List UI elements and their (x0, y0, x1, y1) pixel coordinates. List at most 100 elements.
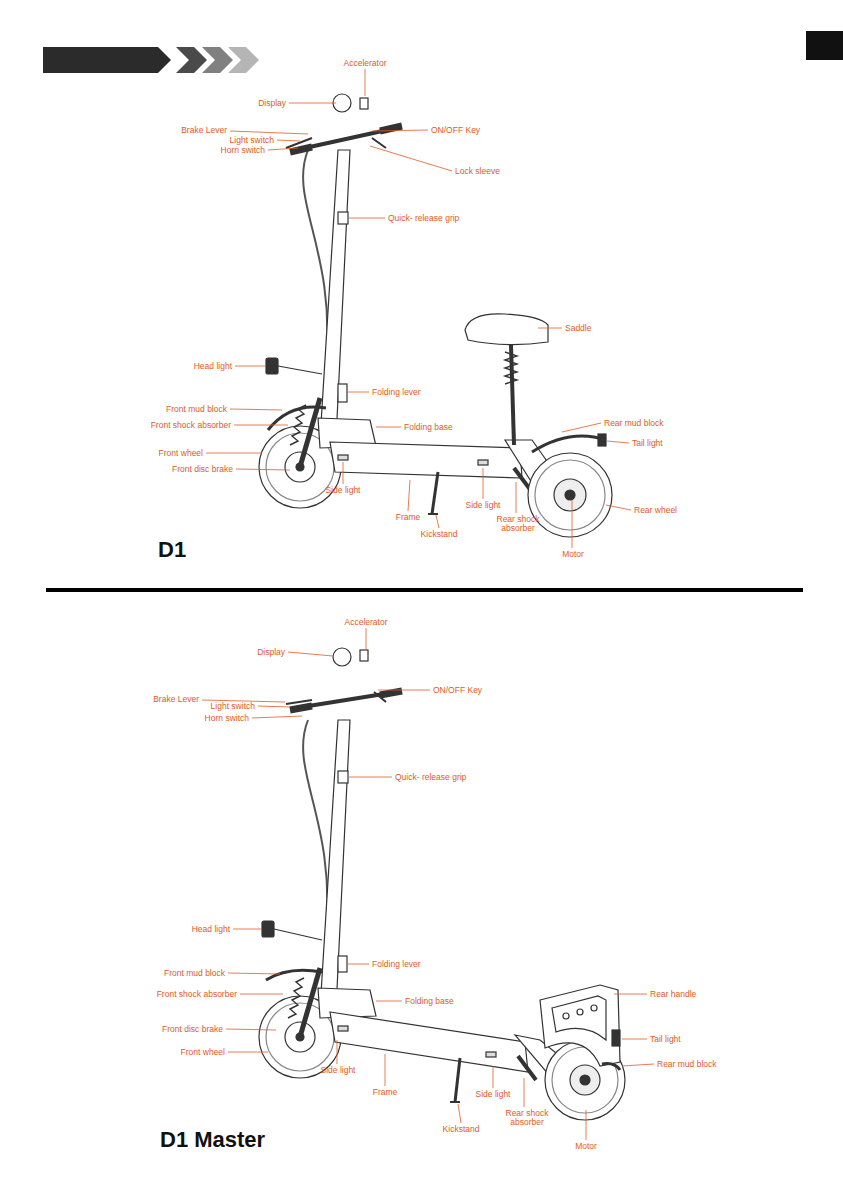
leader-line (524, 1078, 525, 1107)
model-name: D1 Master (160, 1129, 265, 1151)
part-label: Tail light (632, 439, 663, 448)
part-label: ON/OFF Key (433, 686, 482, 695)
part-label: Side light (326, 486, 361, 495)
leader-line (370, 146, 452, 171)
leader-line (289, 103, 336, 104)
leader-line (376, 1001, 402, 1002)
part-label: Front disc brake (162, 1025, 223, 1034)
part-label: Front mud block (164, 969, 225, 978)
leader-line (343, 462, 344, 484)
part-label: Rear shock absorber (493, 515, 543, 534)
part-label: Lock sleeve (455, 167, 500, 176)
part-label: Kickstand (421, 530, 458, 539)
leader-line (206, 453, 262, 454)
part-label: Accelerator (345, 618, 388, 627)
part-label: Brake Lever (181, 126, 227, 135)
part-label: Rear mud block (657, 1060, 717, 1069)
part-label: Display (257, 648, 285, 657)
leader-line (493, 1066, 494, 1088)
leader-line (458, 1104, 461, 1123)
leader-line (233, 929, 262, 930)
part-label: Rear shock absorber (502, 1109, 552, 1128)
leader-line (348, 392, 369, 393)
part-label: Saddle (565, 324, 591, 333)
part-label: Head light (192, 925, 230, 934)
part-label: Front shock absorber (157, 990, 237, 999)
leader-line (607, 441, 629, 443)
leader-line (622, 1039, 647, 1040)
leader-line (230, 131, 308, 134)
leader-line (234, 425, 288, 426)
leader-line (235, 366, 265, 367)
leader-line (348, 964, 369, 965)
leader-line (572, 500, 573, 548)
part-label: Folding base (404, 423, 453, 432)
part-label: Folding base (405, 997, 454, 1006)
divider (46, 588, 803, 592)
part-label: Side light (321, 1066, 356, 1075)
leader-line (538, 328, 562, 329)
part-label: Rear wheel (634, 506, 677, 515)
page-tab (806, 31, 843, 60)
part-label: Front wheel (181, 1048, 225, 1057)
part-label: Front mud block (166, 405, 227, 414)
d1-scooter (259, 94, 612, 537)
part-label: Motor (575, 1142, 597, 1151)
part-label: Light switch (211, 702, 255, 711)
leader-line (228, 1052, 268, 1053)
leader-line (366, 628, 367, 650)
part-label: Kickstand (443, 1125, 480, 1134)
d1-master-scooter (259, 648, 625, 1120)
part-label: Display (258, 99, 286, 108)
leader-line (385, 1054, 386, 1086)
leader-line (365, 69, 366, 96)
part-label: Brake Lever (153, 695, 199, 704)
part-label: Head light (194, 362, 232, 371)
part-label: Light switch (230, 136, 274, 145)
leader-line (622, 1064, 654, 1066)
header-banner (43, 47, 259, 73)
model-name: D1 (158, 539, 186, 561)
part-label: Rear mud block (604, 419, 664, 428)
leader-line (226, 1029, 276, 1030)
part-label: ON/OFF Key (431, 126, 480, 135)
leader-line (236, 469, 290, 470)
leader-line (378, 690, 430, 691)
part-label: Horn switch (221, 146, 265, 155)
part-label: Folding lever (372, 960, 421, 969)
leader-line (372, 130, 428, 131)
leader-line (436, 515, 439, 528)
leader-line (376, 427, 401, 428)
leader-line (230, 409, 282, 410)
leader-line (562, 423, 601, 432)
leader-line (483, 468, 484, 499)
leader-line (614, 994, 647, 995)
part-label: Front disc brake (172, 465, 233, 474)
leader-line (606, 505, 631, 510)
part-label: Folding lever (372, 388, 421, 397)
leader-line (586, 1110, 587, 1140)
leader-line (258, 706, 290, 707)
part-label: Frame (396, 513, 421, 522)
leader-line (349, 218, 385, 219)
part-label: Front wheel (159, 449, 203, 458)
leader-line (288, 652, 333, 656)
leader-line (349, 777, 392, 778)
part-label: Side light (476, 1090, 511, 1099)
leader-line (228, 973, 280, 974)
leader-line (277, 140, 300, 141)
part-label: Side light (466, 501, 501, 510)
leader-line (268, 148, 298, 150)
part-label: Quick- release grip (395, 773, 466, 782)
leader-line (337, 1040, 338, 1064)
part-label: Tail light (650, 1035, 681, 1044)
part-label: Front shock absorber (151, 421, 231, 430)
part-label: Accelerator (344, 59, 387, 68)
part-label: Motor (562, 550, 584, 559)
part-label: Quick- release grip (388, 214, 459, 223)
leader-line (252, 716, 302, 718)
part-label: Horn switch (205, 714, 249, 723)
leader-line (240, 994, 283, 995)
